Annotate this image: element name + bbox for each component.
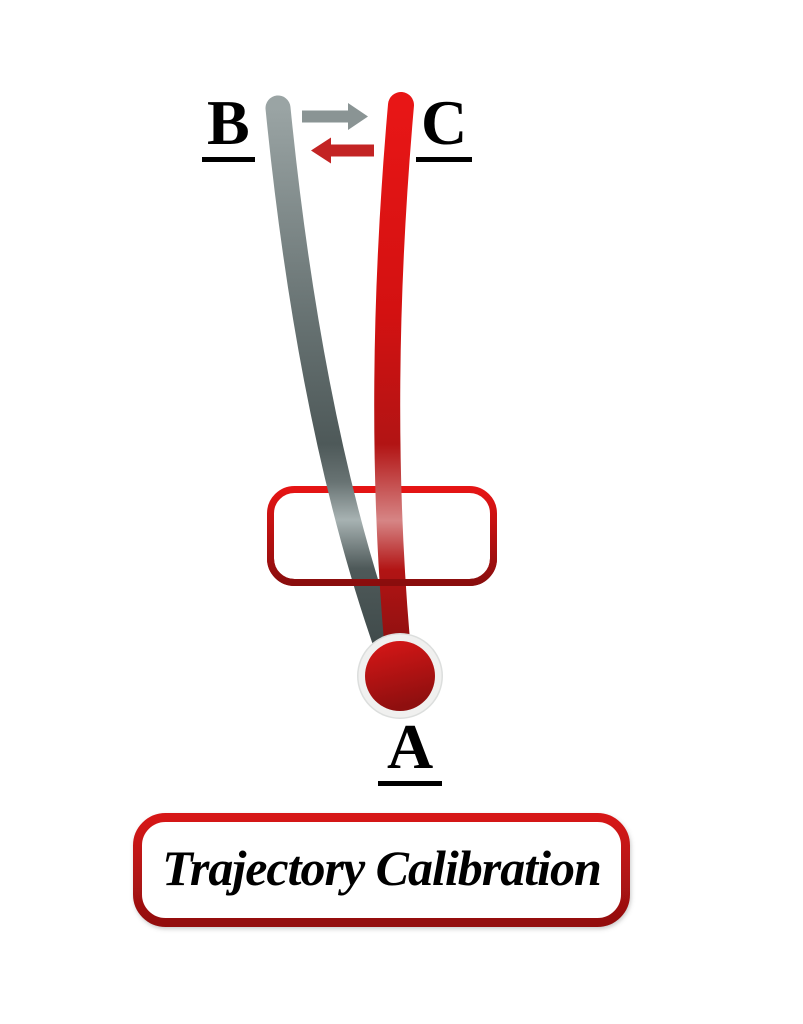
right-arrow-icon (302, 103, 368, 130)
trajectory-b-line (265, 95, 401, 663)
label-trajectory-c: C (416, 91, 473, 162)
title-box (133, 813, 630, 927)
title-box-text-area: Trajectory Calibration (133, 813, 630, 927)
label-trajectory-b: B (202, 91, 255, 162)
label-origin-a: A (378, 715, 443, 786)
origin-point (365, 641, 435, 711)
trajectory-c-line (374, 92, 414, 665)
diagram-title: Trajectory Calibration (162, 840, 602, 896)
left-arrow-icon (311, 137, 374, 164)
